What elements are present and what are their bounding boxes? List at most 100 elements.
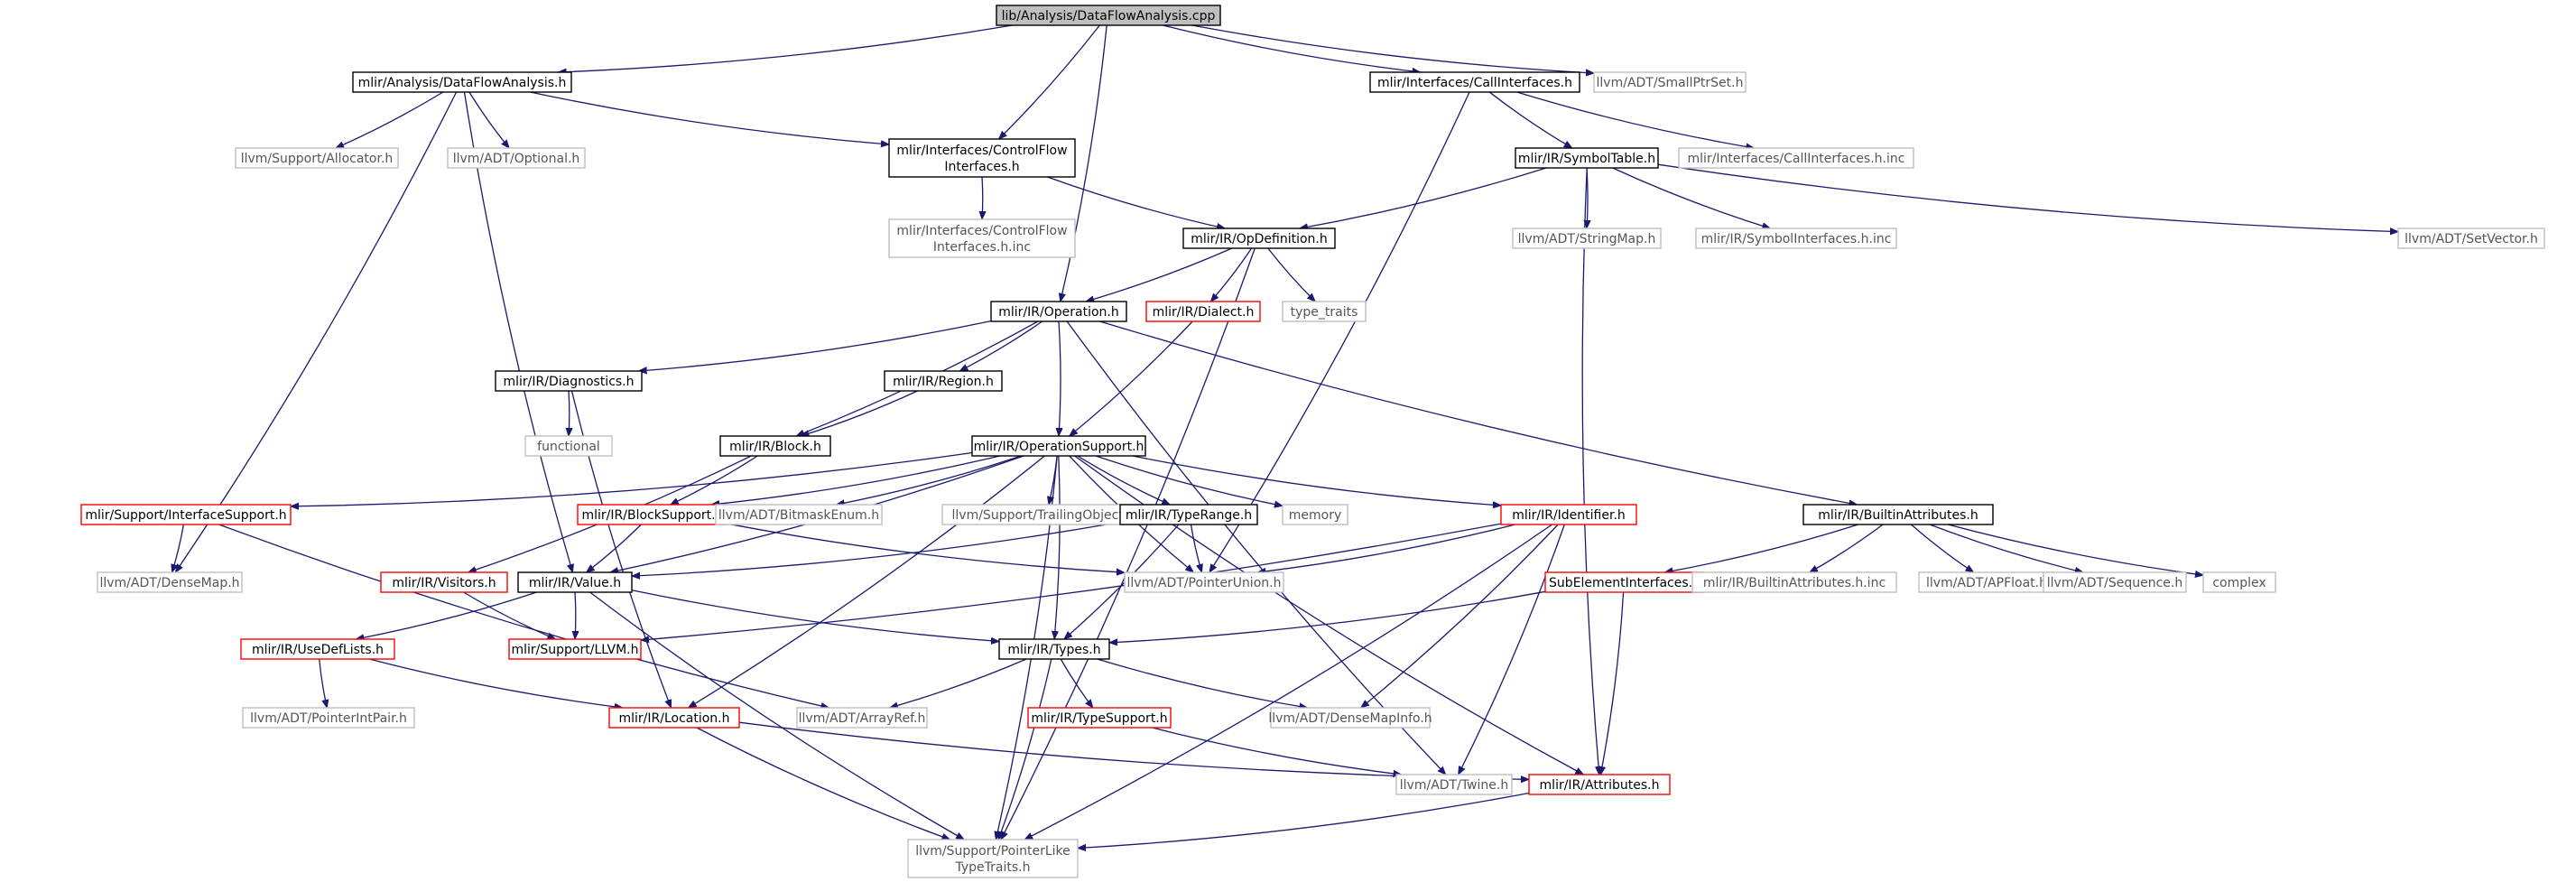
node-builtinattr[interactable]: mlir/IR/BuiltinAttributes.h: [1802, 504, 1994, 525]
node-box: [97, 571, 243, 593]
edge-symtab-to-attributes: [1581, 167, 1599, 775]
node-box: [1695, 227, 1897, 249]
node-box: [998, 638, 1110, 660]
edge-opsupport-to-ifsupport: [291, 451, 973, 506]
node-box: [495, 370, 643, 392]
edge-builtinattr-to-complex: [1948, 524, 2203, 575]
node-label: llvm/ADT/Sequence.h: [2047, 576, 2182, 590]
edge-symtab-to-setvector: [1657, 163, 2398, 231]
edge-typerange-to-ptrunion: [1190, 524, 1202, 572]
node-llvm_h[interactable]: mlir/Support/LLVM.h: [508, 638, 642, 660]
node-operation[interactable]: mlir/IR/Operation.h: [990, 301, 1127, 322]
edge-cf_h-to-opdef: [1047, 176, 1225, 228]
node-box: [1124, 571, 1284, 593]
node-label: mlir/IR/Dialect.h: [1153, 305, 1255, 320]
node-label: mlir/IR/BuiltinAttributes.h.inc: [1703, 576, 1886, 590]
node-ifsupport[interactable]: mlir/Support/InterfaceSupport.h: [80, 504, 292, 525]
node-dialect[interactable]: mlir/IR/Dialect.h: [1145, 301, 1261, 322]
node-label: mlir/Analysis/DataFlowAnalysis.h: [358, 76, 567, 90]
node-box: [1802, 504, 1994, 525]
node-label: SubElementInterfaces.h: [1549, 576, 1700, 590]
node-label: mlir/IR/Identifier.h: [1512, 508, 1626, 523]
node-label: llvm/ADT/SmallPtrSet.h: [1597, 76, 1744, 90]
node-label: mlir/Support/InterfaceSupport.h: [85, 508, 286, 523]
node-subelem[interactable]: SubElementInterfaces.h: [1544, 571, 1705, 593]
node-type_traits: type_traits: [1282, 301, 1367, 322]
node-sequence: llvm/ADT/Sequence.h: [2043, 571, 2187, 593]
node-label: mlir/IR/Diagnostics.h: [503, 375, 634, 389]
edge-typerange-to-types: [1064, 524, 1180, 639]
edge-ifsupport-to-densemap: [172, 524, 185, 572]
node-typerange[interactable]: mlir/IR/TypeRange.h: [1119, 504, 1258, 525]
node-usedef[interactable]: mlir/IR/UseDefLists.h: [240, 638, 395, 660]
node-callif_h[interactable]: mlir/Interfaces/CallInterfaces.h: [1369, 71, 1580, 93]
edge-identifier-to-ptrunion: [1257, 524, 1515, 572]
node-label: memory: [1289, 508, 1342, 523]
node-label: mlir/IR/SymbolInterfaces.h.inc: [1701, 232, 1892, 246]
edge-callif_h-to-callif_inc: [1516, 91, 1755, 148]
edge-opsupport-to-bitmaskenum: [837, 455, 1022, 505]
node-attributes[interactable]: mlir/IR/Attributes.h: [1528, 774, 1671, 795]
node-dfa_cpp[interactable]: lib/Analysis/DataFlowAnalysis.cpp: [996, 5, 1221, 26]
node-blocksupport[interactable]: mlir/IR/BlockSupport.h: [577, 504, 728, 525]
node-box: [1369, 71, 1580, 93]
node-box: [1270, 707, 1431, 729]
node-stringmap: llvm/ADT/StringMap.h: [1512, 227, 1662, 249]
node-box: [1282, 504, 1348, 525]
edge-dfa_h-to-optional: [468, 91, 509, 148]
node-opdef[interactable]: mlir/IR/OpDefinition.h: [1182, 227, 1336, 249]
edge-operation-to-region: [959, 320, 1043, 372]
node-opsupport[interactable]: mlir/IR/OperationSupport.h: [971, 435, 1146, 457]
node-label: mlir/IR/OpDefinition.h: [1191, 232, 1327, 246]
edge-builtinattr-to-sequence: [1929, 524, 2083, 572]
node-label: Interfaces.h.inc: [933, 240, 1031, 255]
node-region[interactable]: mlir/IR/Region.h: [884, 370, 1003, 392]
node-types[interactable]: mlir/IR/Types.h: [998, 638, 1110, 660]
edge-typesupport-to-twine: [1152, 727, 1401, 775]
node-label: functional: [537, 440, 600, 454]
edge-identifier-to-llvm_h: [641, 523, 1502, 640]
node-typesupport[interactable]: mlir/IR/TypeSupport.h: [1027, 707, 1172, 729]
node-box: [2397, 227, 2545, 249]
node-box: [884, 370, 1003, 392]
node-box: [990, 301, 1127, 322]
edge-block-to-blocksupport: [671, 455, 758, 506]
edge-builtinattr-to-subelem: [1664, 524, 1858, 572]
node-box: [447, 147, 586, 169]
node-box: [1691, 571, 1897, 593]
edge-dfa_cpp-to-dfa_h: [558, 24, 1013, 72]
edge-dialect-to-opsupport: [1070, 320, 1193, 436]
edge-identifier-to-twine: [1458, 524, 1565, 775]
edge-opsupport-to-memory: [1095, 455, 1283, 506]
node-label: llvm/ADT/BitmaskEnum.h: [718, 508, 879, 523]
node-label: type_traits: [1291, 305, 1358, 320]
nodes-layer: lib/Analysis/DataFlowAnalysis.cpp mlir/An…: [80, 5, 2545, 878]
node-label: mlir/IR/BuiltinAttributes.h: [1818, 508, 1978, 523]
node-label: llvm/ADT/Twine.h: [1400, 778, 1508, 793]
node-location[interactable]: mlir/IR/Location.h: [608, 707, 740, 729]
node-diagnostics[interactable]: mlir/IR/Diagnostics.h: [495, 370, 643, 392]
node-box: [2202, 571, 2276, 593]
node-value[interactable]: mlir/IR/Value.h: [517, 571, 633, 593]
node-label: llvm/ADT/SetVector.h: [2405, 232, 2538, 246]
edge-operation-to-diagnostics: [639, 320, 992, 371]
node-callif_inc: mlir/Interfaces/CallInterfaces.h.inc: [1678, 147, 1914, 169]
node-dfa_h[interactable]: mlir/Analysis/DataFlowAnalysis.h: [352, 71, 572, 93]
edge-operation-to-builtinattr: [1099, 320, 1858, 505]
node-setvector: llvm/ADT/SetVector.h: [2397, 227, 2545, 249]
node-bitmaskenum: llvm/ADT/BitmaskEnum.h: [715, 504, 883, 525]
node-box: [380, 571, 508, 593]
edge-opdef-to-dialect: [1210, 247, 1253, 302]
node-label: mlir/IR/BlockSupport.h: [582, 508, 724, 523]
node-ptrintpair: llvm/ADT/PointerIntPair.h: [242, 707, 415, 729]
node-label: mlir/IR/Region.h: [893, 375, 994, 389]
node-block[interactable]: mlir/IR/Block.h: [719, 435, 831, 457]
node-ptrunion: llvm/ADT/PointerUnion.h: [1124, 571, 1284, 593]
edge-types-to-typesupport: [1060, 658, 1093, 708]
node-box: [240, 638, 395, 660]
node-symtab[interactable]: mlir/IR/SymbolTable.h: [1515, 147, 1659, 169]
edge-dfa_h-to-cf_h: [530, 91, 889, 144]
node-visitors[interactable]: mlir/IR/Visitors.h: [380, 571, 508, 593]
node-identifier[interactable]: mlir/IR/Identifier.h: [1500, 504, 1637, 525]
